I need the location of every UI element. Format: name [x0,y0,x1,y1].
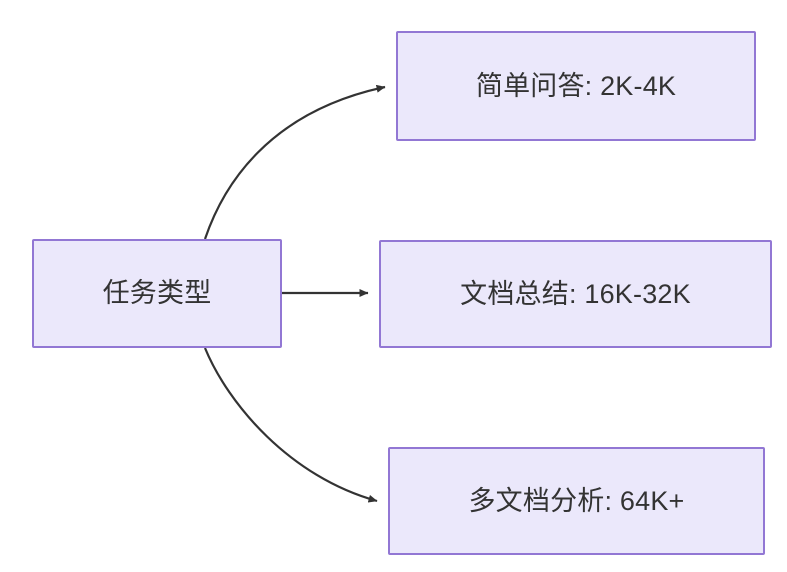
node-label-multi-document-analysis: 多文档分析: 64K+ [468,485,685,516]
node-simple-qa[interactable]: 简单问答: 2K-4K [396,31,756,141]
node-label-document-summary: 文档总结: 16K-32K [460,278,691,309]
node-multi-document-analysis[interactable]: 多文档分析: 64K+ [388,447,765,555]
node-label-simple-qa: 简单问答: 2K-4K [475,70,677,101]
edge-root-to-qa [203,84,386,240]
node-document-summary[interactable]: 文档总结: 16K-32K [379,240,772,348]
edge-root-to-multi [203,347,378,503]
node-task-type[interactable]: 任务类型 [32,239,282,348]
node-label-task-type: 任务类型 [102,278,212,309]
